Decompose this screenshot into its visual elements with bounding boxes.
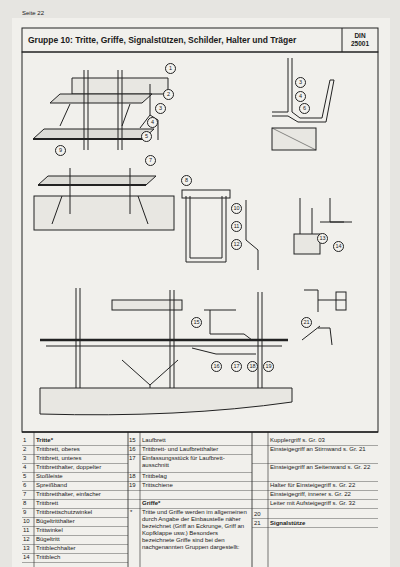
item-number: 1 bbox=[23, 437, 34, 444]
item-name: Trittwinkel bbox=[36, 527, 127, 534]
item-number: 11 bbox=[23, 527, 34, 534]
item-name: Einfassungsstück für Laufbrett-ausschnit… bbox=[142, 455, 250, 469]
item-number: 5 bbox=[23, 473, 34, 480]
reference-cell: Leiter mit Aufsteigegriff s. Gr. 32 bbox=[270, 500, 376, 507]
callout-number: 13 bbox=[317, 233, 328, 244]
callout-number: 3 bbox=[155, 103, 166, 114]
item-name: Trittbrett, unteres bbox=[36, 455, 127, 462]
item-name: Trittblechhalter bbox=[36, 545, 127, 552]
item-number: 7 bbox=[23, 491, 34, 498]
item-name: Trittbelag bbox=[142, 473, 250, 480]
callout-number: 3 bbox=[295, 77, 306, 88]
callout-number: 11 bbox=[231, 221, 242, 232]
item-name: Trittbrettschutzwinkel bbox=[36, 509, 127, 516]
callout-number: 19 bbox=[263, 361, 274, 372]
callout-number: 1 bbox=[165, 63, 176, 74]
reference-cell: Kupplergriff s. Gr. 03 bbox=[270, 437, 376, 444]
callout-number: 17 bbox=[231, 361, 242, 372]
standard-label: 25001 bbox=[342, 40, 378, 47]
page-title: Gruppe 10: Tritte, Griffe, Signalstützen… bbox=[28, 35, 338, 45]
item-name: Laufbrett bbox=[142, 437, 250, 444]
callout-number: 4 bbox=[147, 117, 158, 128]
item-name: Bügeltritthalter bbox=[36, 518, 127, 525]
item-number: 16 bbox=[129, 446, 140, 453]
callout-number: 2 bbox=[163, 89, 174, 100]
item-name: Trittbrett- und Laufbretthalter bbox=[142, 446, 250, 453]
item-number: 21 bbox=[254, 520, 267, 527]
callout-number: 21 bbox=[301, 317, 312, 328]
item-number: 18 bbox=[129, 473, 140, 480]
footnote-text: Tritte und Griffe werden im allgemeinen … bbox=[142, 509, 250, 551]
item-number: 14 bbox=[23, 554, 34, 561]
callout-number: 8 bbox=[181, 175, 192, 186]
group-heading: Griffe* bbox=[142, 500, 250, 507]
callout-number: 10 bbox=[231, 203, 242, 214]
item-name: Tritte* bbox=[36, 437, 127, 444]
item-name: Trittbretthalter, doppelter bbox=[36, 464, 127, 471]
item-number: 17 bbox=[129, 455, 140, 462]
item-number: 2 bbox=[23, 446, 34, 453]
callout-number: 15 bbox=[191, 317, 202, 328]
footnote-mark: * bbox=[130, 509, 140, 516]
item-number: 8 bbox=[23, 500, 34, 507]
callout-number: 9 bbox=[55, 145, 66, 156]
item-number: 3 bbox=[23, 455, 34, 462]
page-number: Seite 22 bbox=[22, 10, 82, 17]
item-number: 15 bbox=[129, 437, 140, 444]
callout-number: 12 bbox=[231, 239, 242, 250]
callout-number: 5 bbox=[141, 131, 152, 142]
reference-cell: Halter für Einsteigegriff s. Gr. 22 bbox=[270, 482, 376, 489]
item-number: 20 bbox=[254, 511, 267, 518]
item-name: Trittbrett bbox=[36, 500, 127, 507]
item-name: Signalstütze bbox=[270, 520, 376, 527]
callout-number: 4 bbox=[295, 91, 306, 102]
item-number: 4 bbox=[23, 464, 34, 471]
item-number: 12 bbox=[23, 536, 34, 543]
standard-label: DIN bbox=[342, 32, 378, 39]
callout-number: 14 bbox=[333, 241, 344, 252]
reference-cell: Einsteigegriff, innerer s. Gr. 22 bbox=[270, 491, 376, 498]
item-number: 19 bbox=[129, 482, 140, 489]
reference-cell: Einsteigegriff an Seitenwand s. Gr. 22 bbox=[270, 464, 376, 471]
item-number: 13 bbox=[23, 545, 34, 552]
callout-number: 16 bbox=[211, 361, 222, 372]
item-name: Trittbretthalter, einfacher bbox=[36, 491, 127, 498]
item-name: Bügeltritt bbox=[36, 536, 127, 543]
item-number: 6 bbox=[23, 482, 34, 489]
reference-cell: Einsteigegriff an Stirnwand s. Gr. 21 bbox=[270, 446, 376, 453]
item-number: 10 bbox=[23, 518, 34, 525]
callout-number: 18 bbox=[247, 361, 258, 372]
item-name: Trittblech bbox=[36, 554, 127, 561]
item-number: 9 bbox=[23, 509, 34, 516]
callout-number: 6 bbox=[299, 103, 310, 114]
item-name: Trittbrett, oberes bbox=[36, 446, 127, 453]
item-name: Spreißband bbox=[36, 482, 127, 489]
item-name: Stoßleiste bbox=[36, 473, 127, 480]
item-name: Trittschiene bbox=[142, 482, 250, 489]
callout-number: 7 bbox=[145, 155, 156, 166]
